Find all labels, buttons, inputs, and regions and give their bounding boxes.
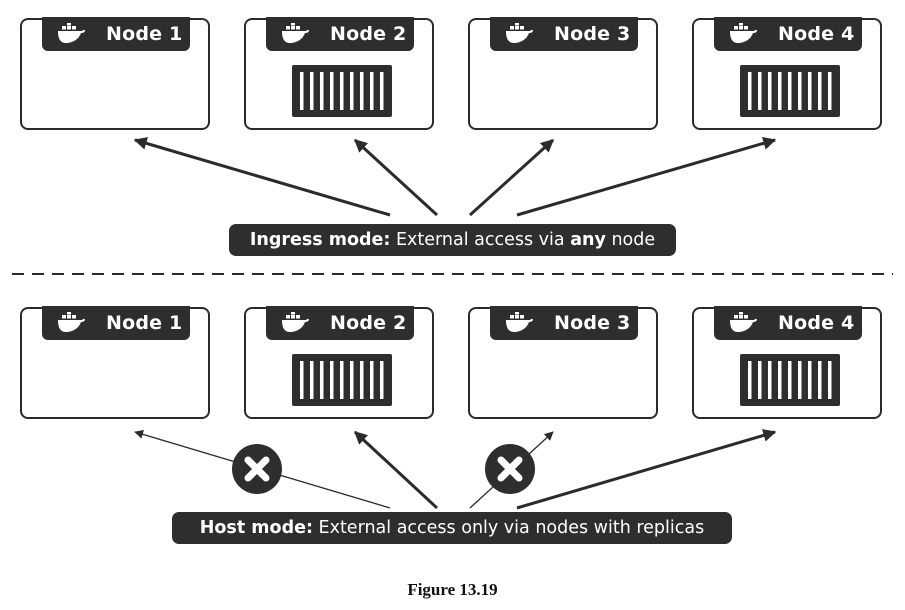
ingress-arrow-node-1 [133, 137, 391, 217]
ingress-caption-text-1: External access via [390, 230, 571, 250]
ingress-node-1: Node 1 [20, 17, 210, 130]
ingress-caption-emph: any [570, 230, 606, 250]
docker-whale-icon [730, 23, 757, 43]
ingress-arrow-node-2 [353, 138, 439, 217]
node-badge: Node 4 [714, 306, 862, 340]
node-badge: Node 2 [266, 306, 414, 340]
node-label: Node 4 [778, 23, 855, 45]
container-icon [292, 354, 392, 406]
node-badge: Node 3 [490, 306, 638, 340]
docker-whale-icon [58, 312, 85, 332]
node-label: Node 4 [778, 312, 855, 334]
host-caption-text: External access only via nodes with repl… [312, 518, 705, 538]
host-arrow-node-4 [516, 429, 777, 510]
x-circle-icon [485, 444, 535, 494]
container-icon [740, 354, 840, 406]
node-label: Node 3 [554, 23, 631, 45]
docker-whale-icon [58, 23, 85, 43]
x-circle-icon [232, 444, 282, 494]
node-label: Node 1 [106, 23, 183, 45]
ingress-caption-text-2: node [605, 230, 656, 250]
ingress-node-2: Node 2 [244, 17, 434, 130]
docker-whale-icon [730, 312, 757, 332]
ingress-caption-bold: Ingress mode: [249, 230, 391, 250]
node-label: Node 2 [330, 23, 407, 45]
docker-whale-icon [282, 312, 309, 332]
node-badge: Node 2 [266, 17, 414, 51]
node-badge: Node 1 [42, 306, 190, 340]
docker-whale-icon [506, 312, 533, 332]
node-label: Node 1 [106, 312, 183, 334]
host-node-1: Node 1 [20, 306, 210, 419]
node-badge: Node 4 [714, 17, 862, 51]
ingress-arrow-node-3 [468, 138, 555, 217]
node-label: Node 3 [554, 312, 631, 334]
container-icon [740, 65, 840, 117]
docker-whale-icon [506, 23, 533, 43]
host-caption: Host mode: External access only via node… [172, 512, 732, 544]
host-node-3: Node 3 [468, 306, 658, 419]
host-node-2: Node 2 [244, 306, 434, 419]
ingress-node-3: Node 3 [468, 17, 658, 130]
docker-whale-icon [282, 23, 309, 43]
node-badge: Node 1 [42, 17, 190, 51]
node-label: Node 2 [330, 312, 407, 334]
ingress-arrow-node-4 [516, 137, 777, 217]
host-node-4: Node 4 [692, 306, 882, 419]
container-icon [292, 65, 392, 117]
ingress-caption: Ingress mode: External access via any no… [229, 224, 676, 256]
node-badge: Node 3 [490, 17, 638, 51]
host-arrow-node-2 [353, 430, 439, 510]
host-caption-bold: Host mode: [199, 518, 313, 538]
figure-caption: Figure 13.19 [407, 580, 498, 599]
ingress-node-4: Node 4 [692, 17, 882, 130]
